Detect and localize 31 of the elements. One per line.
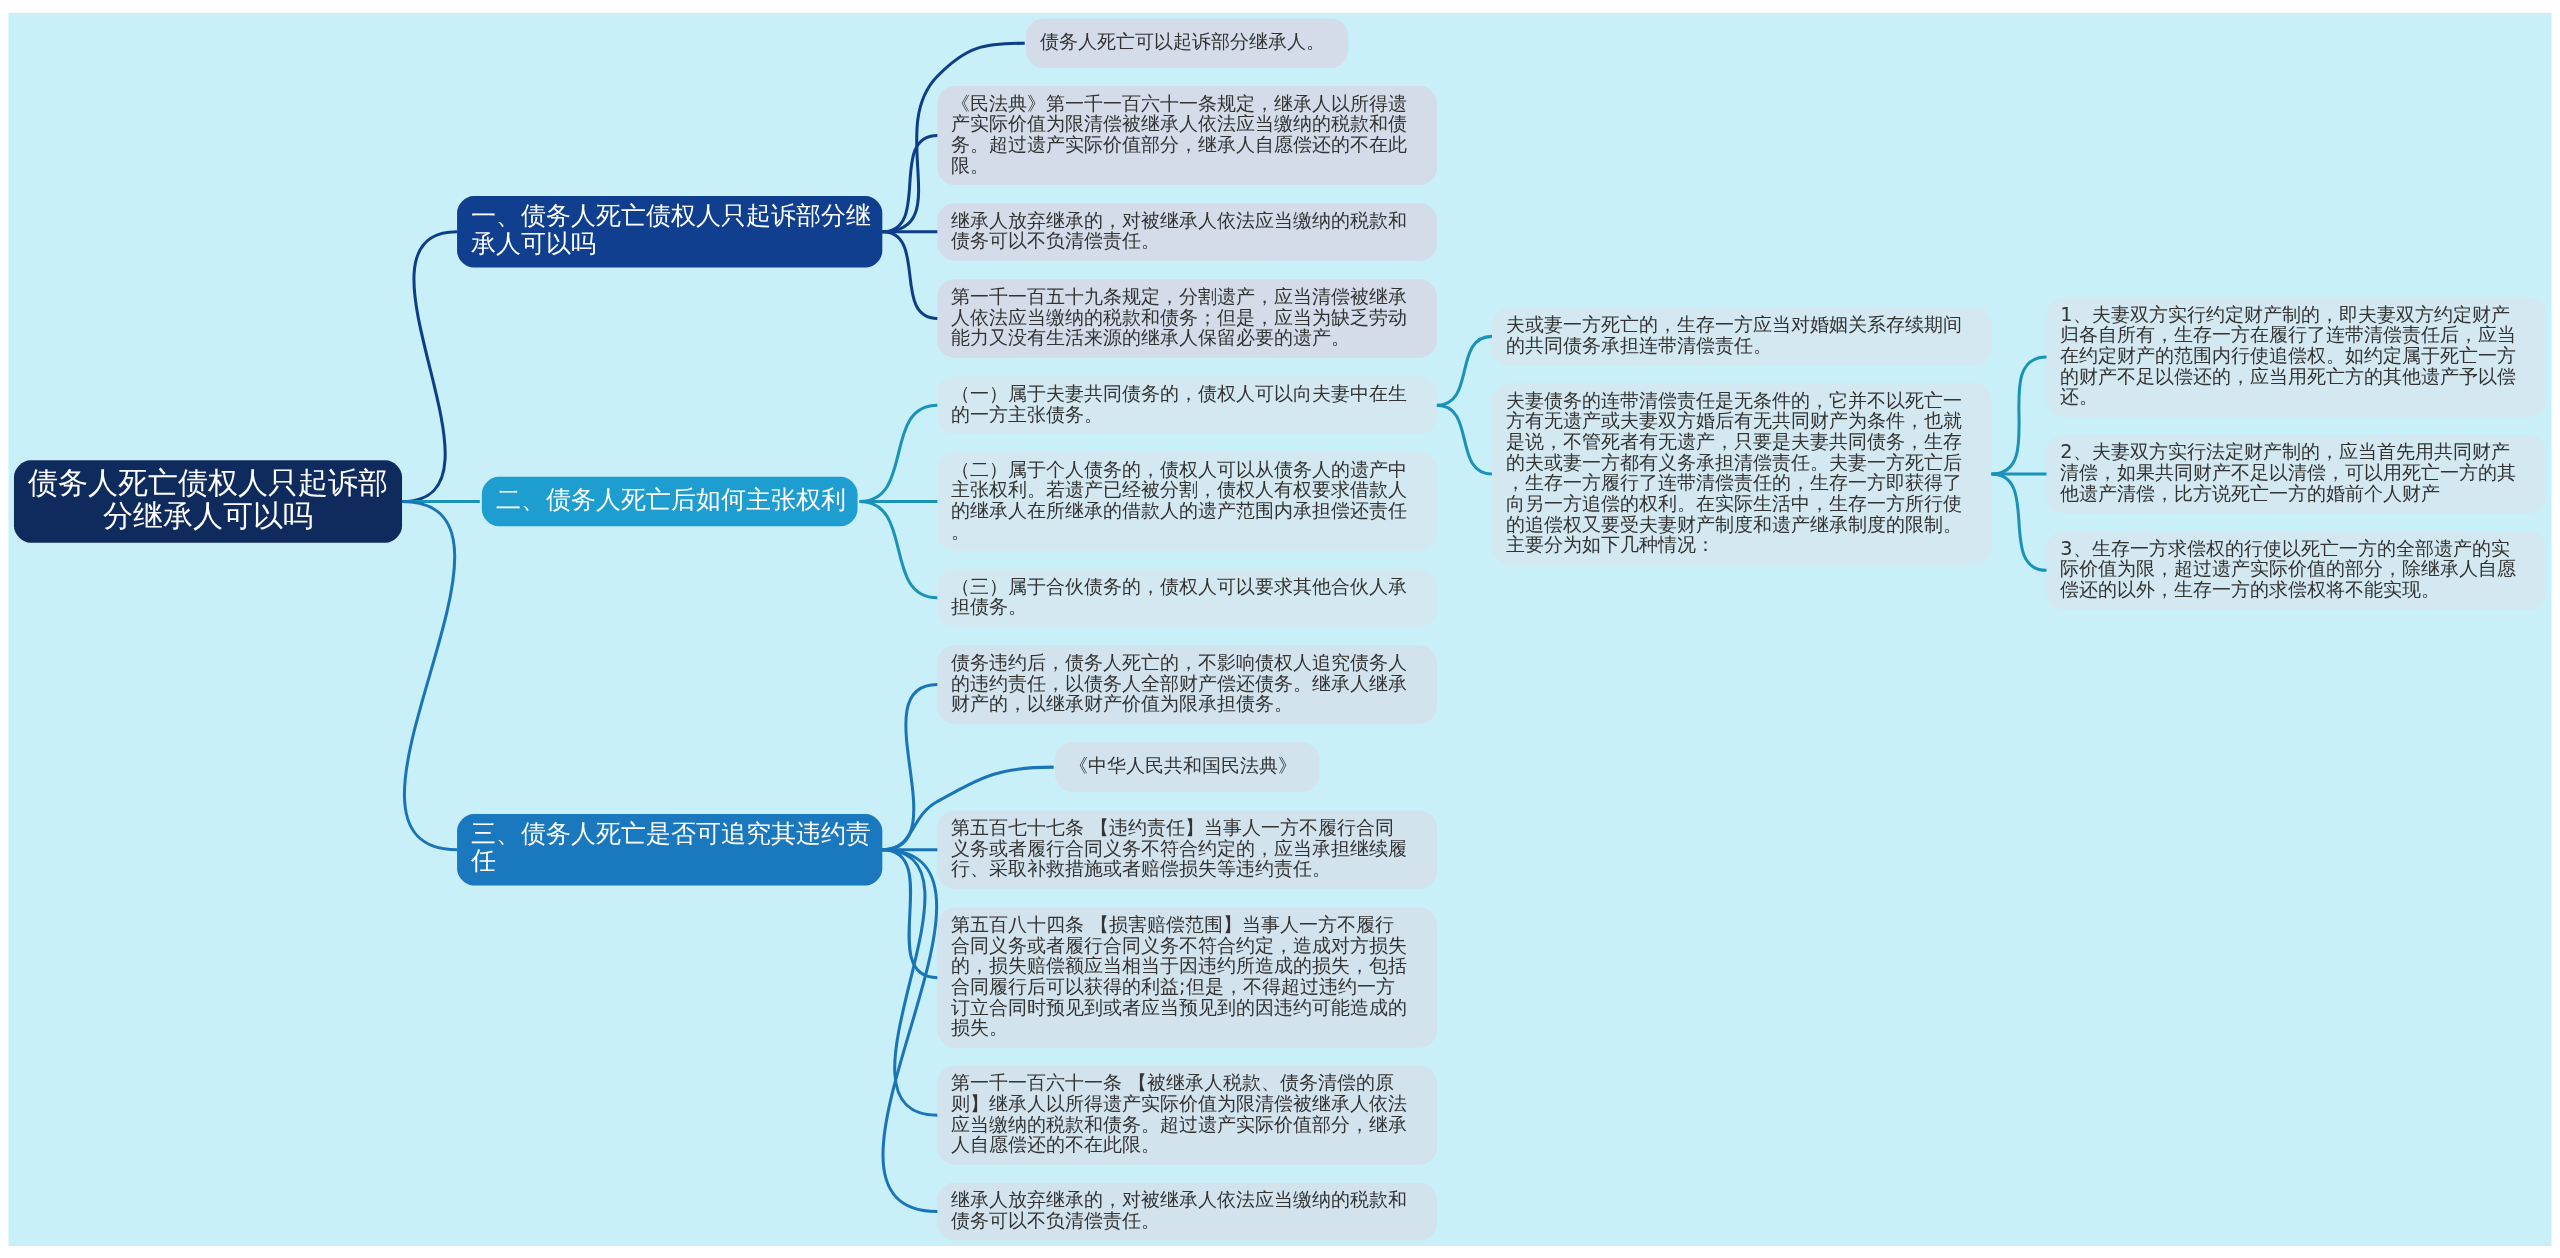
connector xyxy=(882,229,938,320)
connector xyxy=(1436,334,1493,407)
node-box: 第一千一百五十九条规定，分割遗产，应当清偿被继承人依法应当缴纳的税款和债务；但是，应当为缺乏劳动能力又没有生活来源的继承人保留必要的遗产。 xyxy=(937,278,1437,358)
node-box: （二）属于个人债务的，债权人可以从债务人的遗产中主张权利。若遗产已经被分割，债权人有权要求借款人的继承人在所继承的借款人的遗产范围内承担偿还责任。 xyxy=(937,451,1437,551)
node-box: 二、债务人死亡后如何主张权利 xyxy=(481,476,858,526)
connector xyxy=(1991,472,2047,572)
node-box: 2、夫妻双方实行法定财产制的，应当首先用共同财产清偿，如果共同财产不足以清偿，可以用死亡一方的其他遗产清偿，比方说死亡一方的婚前个人财产 xyxy=(2046,434,2547,513)
connector xyxy=(859,499,938,599)
node-box: 《中华人民共和国民法典》 xyxy=(1055,741,1320,792)
connector xyxy=(401,499,458,851)
node-box: 第一千一百六十一条 【被继承人税款、债务清偿的原则】继承人以所得遗产实际价值为限清偿被继承人依法应当缴纳的税款和债务。超过遗产实际价值部分，继承人自愿偿还的不在此限。 xyxy=(937,1065,1437,1165)
node-box: 3、生存一方求偿权的行使以死亡一方的全部遗产的实际价值为限，超过遗产实际价值的部分，除继承人自愿偿还的以外，生存一方的求偿权将不能实现。 xyxy=(2046,530,2547,610)
node-box: 继承人放弃继承的，对被继承人依法应当缴纳的税款和债务可以不负清偿责任。 xyxy=(937,1182,1437,1240)
node-box: 债务人死亡可以起诉部分继承人。 xyxy=(1026,18,1349,68)
connector xyxy=(1991,472,2047,475)
node-box: 夫或妻一方死亡的，生存一方应当对婚姻关系存续期间的共同债务承担连带清偿责任。 xyxy=(1491,307,1992,365)
connector xyxy=(1436,403,1493,475)
node-box: 第五百七十七条 【违约责任】当事人一方不履行合同义务或者履行合同义务不符合约定的，应当承担继续履行、采取补救措施或者赔偿损失等违约责任。 xyxy=(937,809,1437,889)
node-box: 第五百八十四条 【损害赔偿范围】当事人一方不履行合同义务或者履行合同义务不符合约定，造成对方损失的，损失赔偿额应当相当于因违约所造成的损失，包括合同履行后可以获得的利益;但是，不得超过违约一方订立合同时预见到或者应当预见到的因违约可能造成的损失。 xyxy=(937,907,1437,1048)
node-box: 继承人放弃继承的，对被继承人依法应当缴纳的税款和债务可以不负清偿责任。 xyxy=(937,202,1437,261)
node-box: 《民法典》第一千一百六十一条规定，继承人以所得遗产实际价值为限清偿被继承人依法应当缴纳的税款和债务。超过遗产实际价值部分，继承人自愿偿还的不在此限。 xyxy=(937,85,1437,185)
node-box: 债务违约后，债务人死亡的，不影响债权人追究债务人的违约责任，以债务人全部财产偿还债务。继承人继承财产的，以继承财产价值为限承担债务。 xyxy=(937,644,1437,724)
connector xyxy=(881,847,938,1213)
node-box: 夫妻债务的连带清偿责任是无条件的，它并不以死亡一方有无遗产或夫妻双方婚后有无共同财产为条件，也就是说，不管死者有无遗产，只要是夫妻共同债务，生存的夫或妻一方都有义务承担清偿责任。夫妻一方死亡后，生存一方履行了连带清偿责任的，生存一方即获得了向另一方追偿的权利。在实际生活中，生存一方所行使的追偿权又要受夫妻财产制度和遗产继承制度的限制。主要分为如下几种情况： xyxy=(1491,382,1992,565)
node-box: （一）属于夫妻共同债务的，债权人可以向夫妻中在生的一方主张债务。 xyxy=(937,375,1437,434)
connector xyxy=(1991,355,2047,475)
node-box: 三、债务人死亡是否可追究其违约责任 xyxy=(457,813,883,885)
node-box: 一、债务人死亡债权人只起诉部分继承人可以吗 xyxy=(457,195,883,268)
node-box: 1、夫妻双方实行约定财产制的，即夫妻双方约定财产归各自所有，生存一方在履行了连带清偿责任后，应当在约定财产的范围内行使追偿权。如约定属于死亡一方的财产不足以偿还的，应当用死亡方的其他遗产予以偿还。 xyxy=(2046,296,2547,417)
node-box: （三）属于合伙债务的，债权人可以要求其他合伙人承担债务。 xyxy=(937,568,1437,627)
node-box: 债务人死亡债权人只起诉部分继承人可以吗 xyxy=(13,459,403,543)
